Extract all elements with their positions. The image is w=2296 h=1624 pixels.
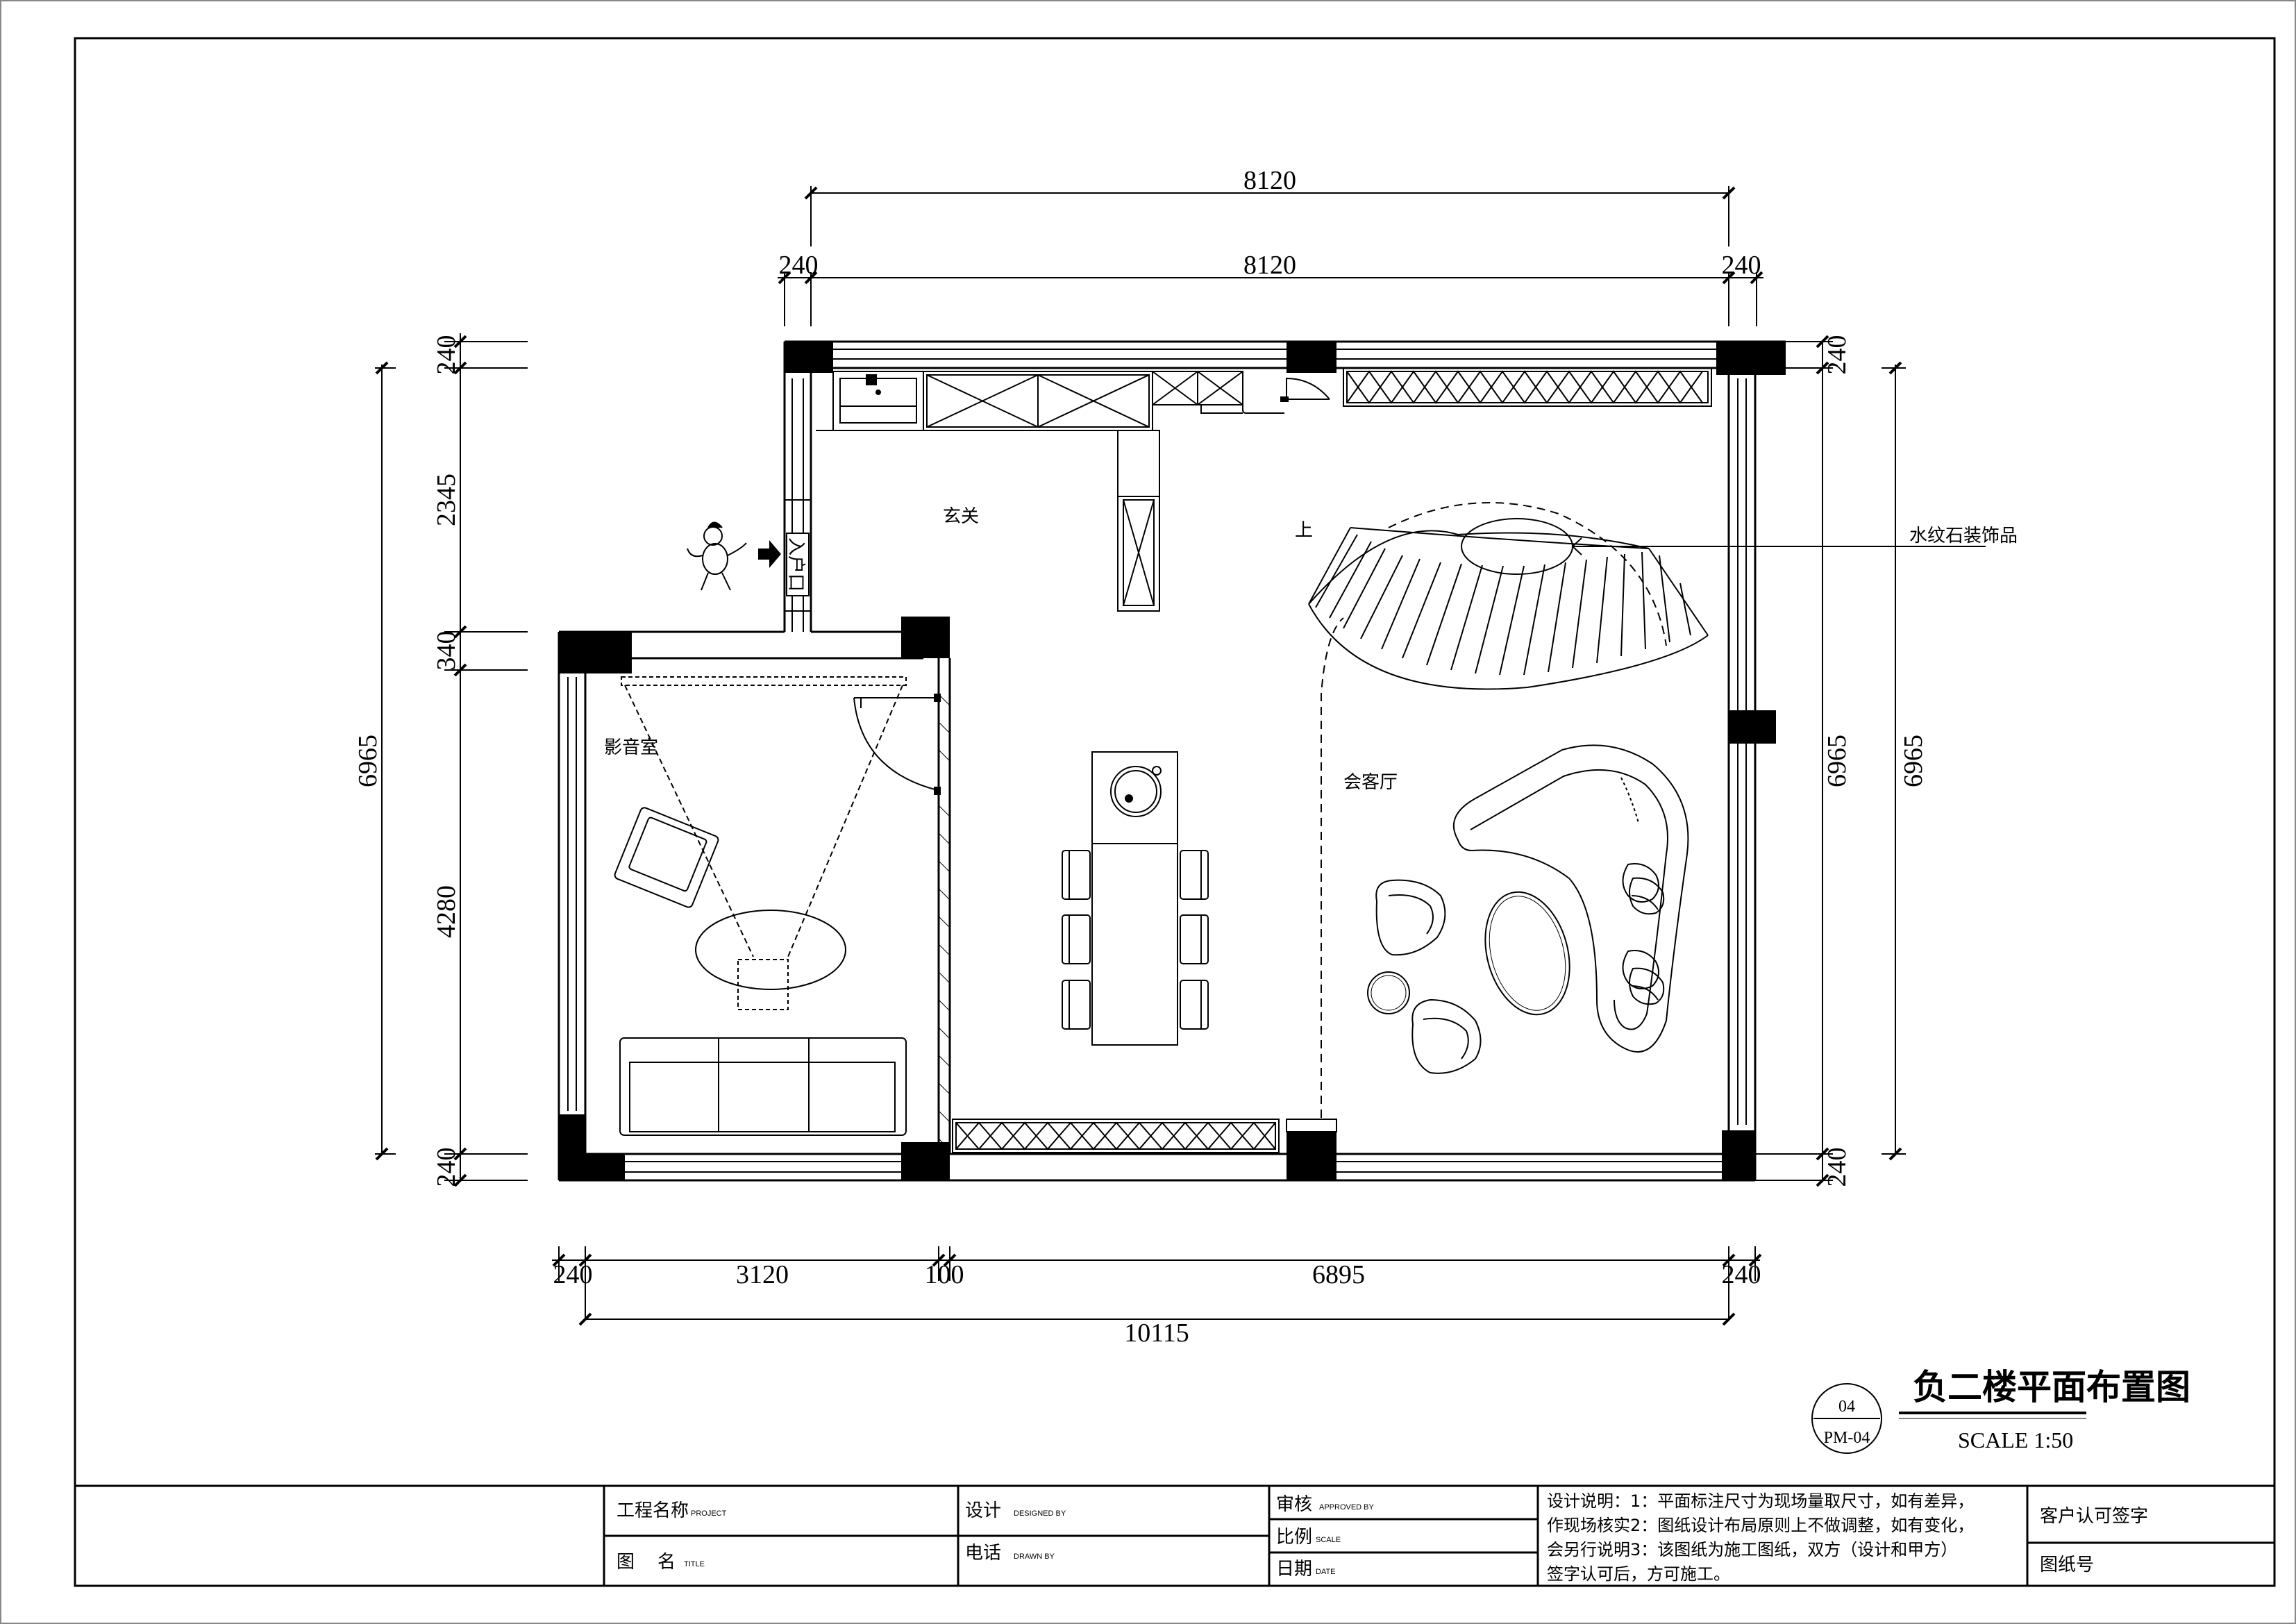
dim-bottom-partition: 100 bbox=[925, 1260, 964, 1289]
sheet-number-top: 04 bbox=[1838, 1398, 1855, 1416]
lounge-cushions bbox=[1622, 863, 1665, 1005]
curved-staircase bbox=[1308, 527, 1709, 690]
dim-right-outer-total: 6965 bbox=[1899, 735, 1928, 787]
design-notes-line2: 作现场核实2：图纸设计布局原则上不做调整，如有变化， bbox=[1547, 1516, 1974, 1535]
bottom-cabinet bbox=[952, 1119, 1337, 1153]
lounge-curved-sofa bbox=[1452, 744, 1689, 1053]
review-label: 审核 bbox=[1276, 1494, 1312, 1515]
callout-label: 水纹石装饰品 bbox=[1909, 526, 2018, 546]
design-notes-line3: 会另行说明3：该图纸为施工图纸，双方（设计和甲方） bbox=[1547, 1540, 1957, 1559]
projector-screen bbox=[621, 676, 907, 957]
dining-island bbox=[1091, 751, 1178, 1046]
lounge-chair-2 bbox=[1411, 998, 1482, 1074]
design-notes-line1: 设计说明：1：平面标注尺寸为现场量取尺寸，如有差异， bbox=[1547, 1491, 1974, 1511]
date-label: 日期 bbox=[1276, 1559, 1312, 1580]
ratio-label-en: SCALE bbox=[1316, 1536, 1341, 1544]
title-label-en: TITLE bbox=[684, 1560, 705, 1568]
project-label-en: PROJECT bbox=[691, 1509, 727, 1518]
phone-label-en: DRAWN BY bbox=[1014, 1552, 1055, 1561]
theater-sofa bbox=[619, 1037, 907, 1136]
dim-left-upper: 2345 bbox=[432, 474, 461, 526]
dim-bottom-right-wall: 240 bbox=[1722, 1260, 1761, 1289]
entrance-door bbox=[786, 533, 810, 596]
water-stone-ornament bbox=[1461, 518, 1573, 575]
dim-bottom-overall: 10115 bbox=[1124, 1319, 1189, 1348]
dim-top-overall: 8120 bbox=[1243, 166, 1296, 195]
drawing-no-label: 图纸号 bbox=[2040, 1555, 2094, 1575]
room-label-theater: 影音室 bbox=[604, 737, 658, 758]
dim-left-bottom-wall: 240 bbox=[432, 1148, 461, 1187]
dim-top-left-wall: 240 bbox=[779, 251, 819, 280]
design-label-en: DESIGNED BY bbox=[1014, 1509, 1066, 1518]
sheet-inner-border bbox=[74, 37, 2276, 1587]
title-label: 图 名 bbox=[617, 1552, 676, 1573]
dim-left-step: 340 bbox=[432, 631, 461, 671]
lounge-coffee-table-inner bbox=[1489, 896, 1566, 1011]
dimension-lines bbox=[375, 186, 1906, 1326]
right-wall-window bbox=[1737, 378, 1747, 1125]
room-label-lounge: 会客厅 bbox=[1343, 772, 1398, 793]
lounge-coffee-table bbox=[1484, 891, 1570, 1016]
theater-door bbox=[853, 694, 941, 795]
stair-up-label: 上 bbox=[1295, 520, 1313, 541]
project-label: 工程名称 bbox=[617, 1500, 689, 1521]
partition-hatch bbox=[938, 694, 950, 1150]
dim-bottom-room1: 3120 bbox=[736, 1260, 789, 1289]
title-block-grid bbox=[75, 1484, 2274, 1586]
callout-leader bbox=[1571, 537, 1986, 555]
theater-armchair bbox=[614, 807, 719, 908]
dim-top-right-wall: 240 bbox=[1722, 251, 1761, 280]
dim-left-top-wall: 240 bbox=[432, 335, 461, 375]
foyer-cabinets bbox=[816, 367, 1712, 612]
bottom-wall-window bbox=[567, 677, 1722, 1173]
sheet-number-symbol bbox=[1811, 1383, 1882, 1454]
dim-right-bottom-wall: 240 bbox=[1822, 1148, 1852, 1187]
stair-landing-dashed bbox=[1388, 502, 1667, 646]
dining-chairs bbox=[1062, 850, 1209, 1030]
dim-left-outer-total: 6965 bbox=[353, 735, 383, 787]
entrance-arrow-icon bbox=[758, 540, 781, 568]
lounge-boundary-dashed bbox=[1321, 617, 1344, 1118]
dim-bottom-left-wall: 240 bbox=[553, 1260, 593, 1289]
dim-bottom-room2: 6895 bbox=[1312, 1260, 1365, 1289]
lounge-side-table bbox=[1367, 971, 1410, 1014]
design-label: 设计 bbox=[965, 1500, 1001, 1521]
room-label-foyer: 玄关 bbox=[943, 506, 979, 527]
review-label-en: APPROVED BY bbox=[1319, 1503, 1375, 1512]
walls bbox=[558, 340, 1786, 1182]
lounge-chair-1 bbox=[1375, 879, 1446, 956]
dim-right-top-wall: 240 bbox=[1822, 335, 1852, 375]
date-label-en: DATE bbox=[1316, 1568, 1336, 1576]
entrance-figure-icon bbox=[687, 521, 747, 591]
client-sign-label: 客户认可签字 bbox=[2040, 1506, 2148, 1527]
sheet-number-bottom: PM-04 bbox=[1824, 1429, 1870, 1447]
top-wall-window bbox=[833, 349, 1716, 360]
drawing-scale: SCALE 1:50 bbox=[1958, 1428, 2073, 1453]
lounge-side-table-inner bbox=[1371, 975, 1407, 1011]
phone-label: 电话 bbox=[965, 1543, 1001, 1564]
dim-left-lower: 4280 bbox=[432, 885, 461, 938]
ratio-label: 比例 bbox=[1276, 1527, 1312, 1548]
dim-top-inner: 8120 bbox=[1243, 251, 1296, 280]
drawing-title: 负二楼平面布置图 bbox=[1913, 1367, 2190, 1407]
theater-rug bbox=[695, 910, 846, 990]
dim-right-inner-total: 6965 bbox=[1822, 735, 1852, 787]
entrance-label: 入户口 bbox=[785, 537, 806, 592]
design-notes-line4: 签字认可后，方可施工。 bbox=[1547, 1564, 1730, 1584]
structural-columns bbox=[559, 342, 1786, 1180]
theater-ottoman bbox=[737, 959, 789, 1010]
